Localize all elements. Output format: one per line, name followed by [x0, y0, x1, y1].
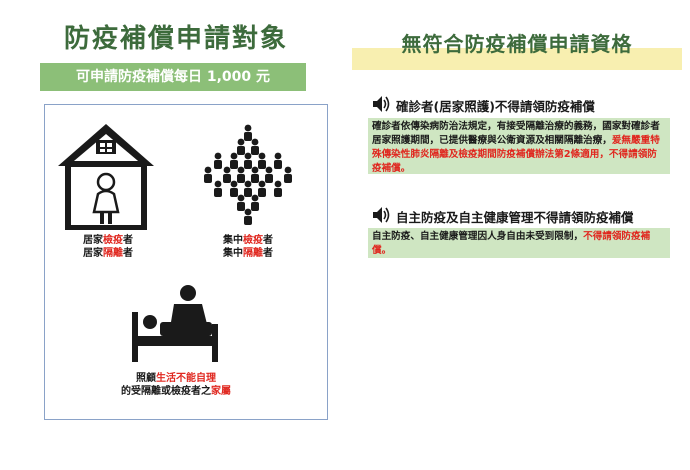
person-figure: [204, 166, 212, 183]
person-figure: [214, 152, 222, 169]
person-figure: [237, 194, 245, 211]
person-figure: [251, 194, 259, 211]
person-figure: [214, 180, 222, 197]
ineligible-title-text: 無符合防疫補償申請資格: [401, 32, 633, 56]
confirmed-case-note: 確診者依傳染病防治法規定，有接受隔離治療的義務，國家對確診者居家照護期間，已提供…: [368, 118, 670, 174]
person-figure: [244, 152, 252, 169]
person-figure: [237, 138, 245, 155]
house-person-icon: [56, 122, 156, 234]
person-figure: [237, 166, 245, 183]
person-figure: [251, 138, 259, 155]
section-heading-confirmed: 確診者(居家照護)不得請領防疫補償: [372, 95, 672, 115]
person-figure: [223, 166, 231, 183]
subsidy-amount-banner: 可申請防疫補償每日 1,000 元: [40, 63, 306, 91]
speaker-icon: [373, 207, 390, 223]
person-figure: [230, 180, 238, 197]
page-title: 防疫補償申請對象: [63, 24, 288, 54]
group-caption-family: 照顧生活不能自理 的受隔離或檢疫者之家屬: [121, 373, 231, 397]
person-figure: [244, 180, 252, 197]
group-caption-central: 集中檢疫者 集中隔離者: [223, 235, 273, 259]
ineligible-title: 無符合防疫補償申請資格: [352, 22, 682, 72]
self-health-note: 自主防疫、自主健康管理因人身自由未受到限制，不得請領防疫補償。: [368, 228, 670, 258]
person-figure: [265, 166, 273, 183]
person-figure: [244, 124, 252, 141]
caregiver-bed-icon: [130, 284, 220, 368]
person-figure: [230, 152, 238, 169]
group-caption-home: 居家檢疫者 居家隔離者: [83, 235, 133, 259]
person-figure: [251, 166, 259, 183]
person-figure: [274, 180, 282, 197]
eligible-groups-panel: [44, 104, 328, 420]
crowd-icon: [196, 122, 300, 230]
speaker-icon: [373, 96, 390, 112]
person-figure: [284, 166, 292, 183]
person-figure: [258, 152, 266, 169]
person-figure: [244, 208, 252, 225]
section-heading-self-health: 自主防疫及自主健康管理不得請領防疫補償: [372, 206, 672, 226]
person-figure: [274, 152, 282, 169]
title-highlight: [352, 48, 682, 70]
person-figure: [258, 180, 266, 197]
